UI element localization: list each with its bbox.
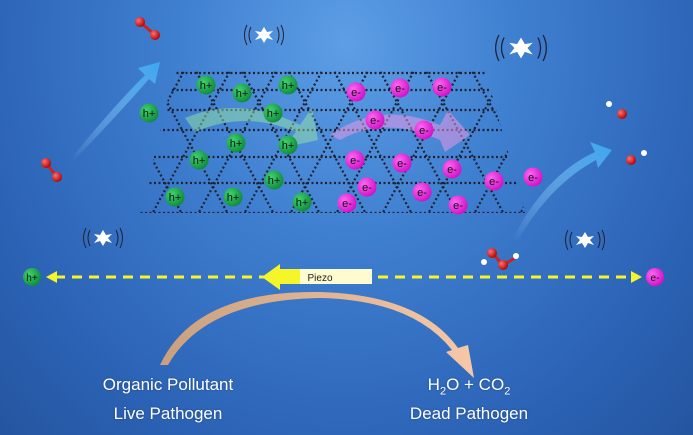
svg-text:h+: h+: [267, 108, 280, 120]
svg-text:h+: h+: [26, 273, 38, 284]
lattice-bond: [0, 60, 50, 225]
ultrasound-icon: [83, 227, 123, 249]
electron-migration-arrow: [330, 110, 470, 152]
o2-evolution-arrow: [70, 62, 160, 160]
electron-carrier: e-: [432, 77, 452, 97]
hole-carrier: h+: [232, 83, 252, 103]
hole-carrier: h+: [278, 135, 298, 155]
lattice-bond: [140, 70, 145, 213]
electron-carrier: e-: [412, 182, 432, 202]
svg-text:e-: e-: [447, 164, 457, 176]
electron-carrier: e-: [357, 177, 377, 197]
lattice-bond: [650, 60, 693, 225]
electron-carrier: e-: [523, 167, 543, 187]
lattice-bond: [145, 70, 237, 213]
h2o2-molecule: [481, 248, 519, 270]
svg-text:e-: e-: [370, 115, 380, 127]
arrowhead-left-icon: [46, 271, 57, 283]
svg-text:e-: e-: [437, 82, 447, 94]
ultrasound-vibration-icons: [83, 24, 605, 251]
hole-carrier: h+: [189, 150, 209, 170]
electron-carrier: e-: [448, 195, 468, 215]
svg-text:h+: h+: [282, 140, 295, 152]
hole-carrier: h+: [165, 187, 185, 207]
svg-text:e-: e-: [397, 158, 407, 170]
hole-carrier: h+: [223, 187, 243, 207]
svg-text:h+: h+: [268, 175, 281, 187]
electron-carrier: e-: [337, 193, 357, 213]
electron-marker-right: e-: [646, 268, 664, 286]
svg-text:e-: e-: [453, 200, 463, 212]
conversion-curved-arrow: [160, 291, 474, 378]
hole-carrier: h+: [226, 133, 246, 153]
reactant-label-live-pathogen: Live Pathogen: [113, 404, 223, 423]
svg-text:e-: e-: [417, 187, 427, 199]
svg-text:e-: e-: [350, 155, 360, 167]
svg-text:h+: h+: [296, 197, 309, 209]
lattice-bond: [140, 70, 143, 213]
ultrasound-icon: [244, 24, 284, 46]
hole-carrier: h+: [264, 170, 284, 190]
ultrasound-icon: [565, 229, 605, 251]
svg-text:h+: h+: [236, 88, 249, 100]
svg-text:e-: e-: [528, 172, 538, 184]
electron-carrier: e-: [345, 150, 365, 170]
hydroxyl-radical-2: [626, 150, 647, 165]
svg-text:h+: h+: [169, 192, 182, 204]
o2-molecule-product: [135, 17, 160, 40]
hydroxyl-radical-1: [606, 101, 627, 119]
svg-text:h+: h+: [193, 155, 206, 167]
lattice-bond: [558, 60, 648, 225]
svg-text:e-: e-: [651, 273, 660, 284]
hole-marker-left: h+: [23, 268, 41, 286]
svg-text:e-: e-: [395, 83, 405, 95]
svg-text:h+: h+: [143, 108, 156, 120]
lattice-bond: [511, 70, 525, 213]
o2-molecule-reactant: [41, 158, 62, 182]
svg-text:h+: h+: [282, 80, 295, 92]
piezo-arrow: [262, 264, 372, 290]
svg-text:h+: h+: [200, 80, 213, 92]
electron-carrier: e-: [346, 82, 366, 102]
h2o2-to-oh-arrow: [512, 142, 612, 240]
ultrasound-icon: [495, 34, 547, 62]
product-label-h2o-co2: H2O + CO2: [427, 375, 511, 398]
lattice-bond: [604, 60, 693, 225]
lattice-bond: [0, 60, 52, 225]
piezo-label: Piezo: [307, 273, 332, 284]
hole-carrier: h+: [263, 103, 283, 123]
svg-text:e-: e-: [351, 87, 361, 99]
2d-framework-lattice: [0, 60, 693, 225]
svg-text:h+: h+: [227, 192, 240, 204]
svg-text:e-: e-: [489, 176, 499, 188]
electron-carrier: e-: [392, 153, 412, 173]
lattice-bond: [143, 70, 235, 213]
reactant-label-organic-pollutant: Organic Pollutant: [102, 375, 234, 394]
electron-carrier: e-: [442, 159, 462, 179]
hole-carrier: h+: [196, 75, 216, 95]
lattice-bond: [0, 60, 6, 225]
lattice-bond: [560, 60, 650, 225]
hole-carrier: h+: [292, 192, 312, 212]
svg-text:e-: e-: [419, 125, 429, 137]
hole-migration-arrow: [185, 108, 318, 148]
electron-carrier: e-: [484, 171, 504, 191]
svg-text:e-: e-: [362, 182, 372, 194]
svg-text:h+: h+: [230, 138, 243, 150]
svg-text:e-: e-: [342, 198, 352, 210]
lattice-bond: [606, 60, 693, 225]
hole-carrier: h+: [139, 103, 159, 123]
product-label-dead-pathogen: Dead Pathogen: [409, 404, 529, 423]
electron-carrier: e-: [365, 110, 385, 130]
electron-carrier: e-: [390, 78, 410, 98]
lattice-bond: [6, 60, 96, 225]
electron-carrier: e-: [414, 120, 434, 140]
arrowhead-right-icon: [631, 271, 642, 283]
hole-carrier: h+: [278, 75, 298, 95]
